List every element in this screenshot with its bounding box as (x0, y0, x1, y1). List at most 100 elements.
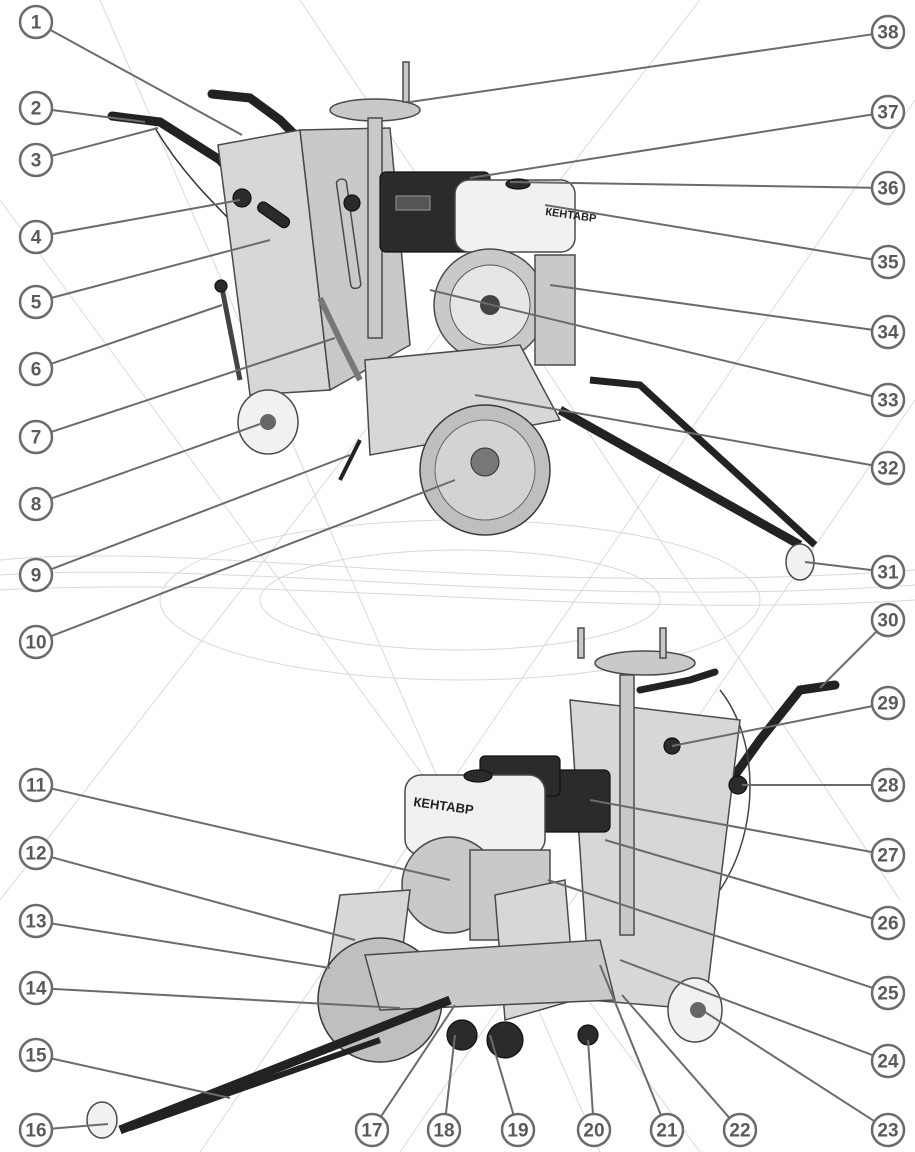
callout-circle (870, 554, 906, 590)
callout-circle (18, 351, 54, 387)
callout-1: 1 (18, 4, 54, 40)
wrench-knob (343, 194, 361, 212)
callout-circle (870, 314, 906, 350)
callout-34: 34 (870, 314, 906, 350)
callout-11: 11 (18, 767, 54, 803)
leader-line-11 (51, 787, 451, 881)
callout-circle (870, 1043, 906, 1079)
leader-line-4 (51, 199, 241, 236)
callout-circle (426, 1112, 462, 1148)
leader-line-31 (804, 561, 873, 572)
depth-lever (219, 287, 243, 381)
handle-bar-bottom-2 (636, 668, 719, 694)
depth-handwheel-bottom (594, 650, 696, 676)
leader-line-24 (619, 959, 874, 1057)
leader-line-1 (49, 28, 243, 136)
callout-circle (870, 837, 906, 873)
leader-line-6 (50, 304, 223, 365)
callout-number: 25 (877, 984, 899, 1005)
callout-number: 6 (31, 360, 42, 381)
leader-line-37 (469, 113, 873, 179)
drive-belt (338, 439, 362, 481)
callout-number: 30 (877, 611, 898, 632)
handwheel-grip (402, 61, 410, 103)
callout-circle (576, 1112, 612, 1148)
callout-19: 19 (500, 1112, 536, 1148)
callout-circle (18, 624, 54, 660)
callout-number: 20 (583, 1121, 604, 1142)
leader-line-29 (671, 705, 873, 747)
callout-number: 18 (433, 1121, 454, 1142)
callout-number: 31 (877, 563, 899, 584)
leader-line-32 (474, 394, 873, 467)
callout-2: 2 (18, 90, 54, 126)
callout-number: 33 (877, 391, 898, 412)
callout-7: 7 (18, 419, 54, 455)
callout-number: 24 (877, 1052, 899, 1073)
callout-circle (870, 244, 906, 280)
callout-number: 27 (877, 846, 898, 867)
callout-33: 33 (870, 382, 906, 418)
roller-center (446, 1019, 478, 1051)
callout-circle (18, 1112, 54, 1148)
callout-28: 28 (870, 767, 906, 803)
callout-number: 19 (507, 1121, 528, 1142)
callout-circle (18, 1037, 54, 1073)
callout-circle (870, 382, 906, 418)
callout-22: 22 (722, 1112, 758, 1148)
callout-circle (18, 284, 54, 320)
leader-line-34 (549, 284, 873, 331)
callout-circle (18, 903, 54, 939)
callout-12: 12 (18, 835, 54, 871)
leader-line-3 (51, 127, 159, 157)
callout-31: 31 (870, 554, 906, 590)
engine-plate (395, 195, 431, 211)
callout-number: 9 (31, 566, 42, 587)
callout-number: 16 (25, 1121, 46, 1142)
callout-18: 18 (426, 1112, 462, 1148)
callout-number: 35 (877, 253, 899, 274)
callout-21: 21 (649, 1112, 685, 1148)
callout-number: 29 (877, 694, 898, 715)
machine-bottom-view: КЕНТАВР (86, 627, 840, 1139)
callout-20: 20 (576, 1112, 612, 1148)
leader-lines (49, 28, 878, 1130)
callout-number: 23 (877, 1121, 898, 1142)
leader-line-36 (509, 181, 873, 189)
callout-number: 38 (877, 23, 898, 44)
callout-30: 30 (870, 602, 906, 638)
callout-circle (18, 219, 54, 255)
callout-35: 35 (870, 244, 906, 280)
callout-23: 23 (870, 1112, 906, 1148)
callout-16: 16 (18, 1112, 54, 1148)
leader-line-13 (51, 922, 331, 969)
leader-line-38 (409, 33, 873, 103)
callout-29: 29 (870, 685, 906, 721)
callout-number: 11 (26, 776, 47, 797)
callout-25: 25 (870, 975, 906, 1011)
callout-circle (18, 557, 54, 593)
callout-32: 32 (870, 450, 906, 486)
callout-13: 13 (18, 903, 54, 939)
callout-9: 9 (18, 557, 54, 593)
callout-circle (870, 450, 906, 486)
callout-14: 14 (18, 970, 54, 1006)
callout-circle (18, 767, 54, 803)
leader-line-2 (51, 109, 146, 123)
leader-line-9 (50, 454, 351, 571)
front-guide-arm-2 (589, 376, 818, 548)
front-guide-arm-bottom-2 (129, 1037, 381, 1131)
callout-circle (18, 4, 54, 40)
callout-number: 3 (31, 151, 42, 172)
leader-line-23 (704, 1011, 876, 1123)
leader-line-20 (587, 1039, 594, 1115)
water-pipe (317, 296, 363, 382)
leader-line-15 (51, 1057, 231, 1099)
callout-circle (500, 1112, 536, 1148)
callout-8: 8 (18, 486, 54, 522)
callout-4: 4 (18, 219, 54, 255)
callout-15: 15 (18, 1037, 54, 1073)
callout-circle (870, 1112, 906, 1148)
leader-line-19 (489, 1034, 515, 1115)
